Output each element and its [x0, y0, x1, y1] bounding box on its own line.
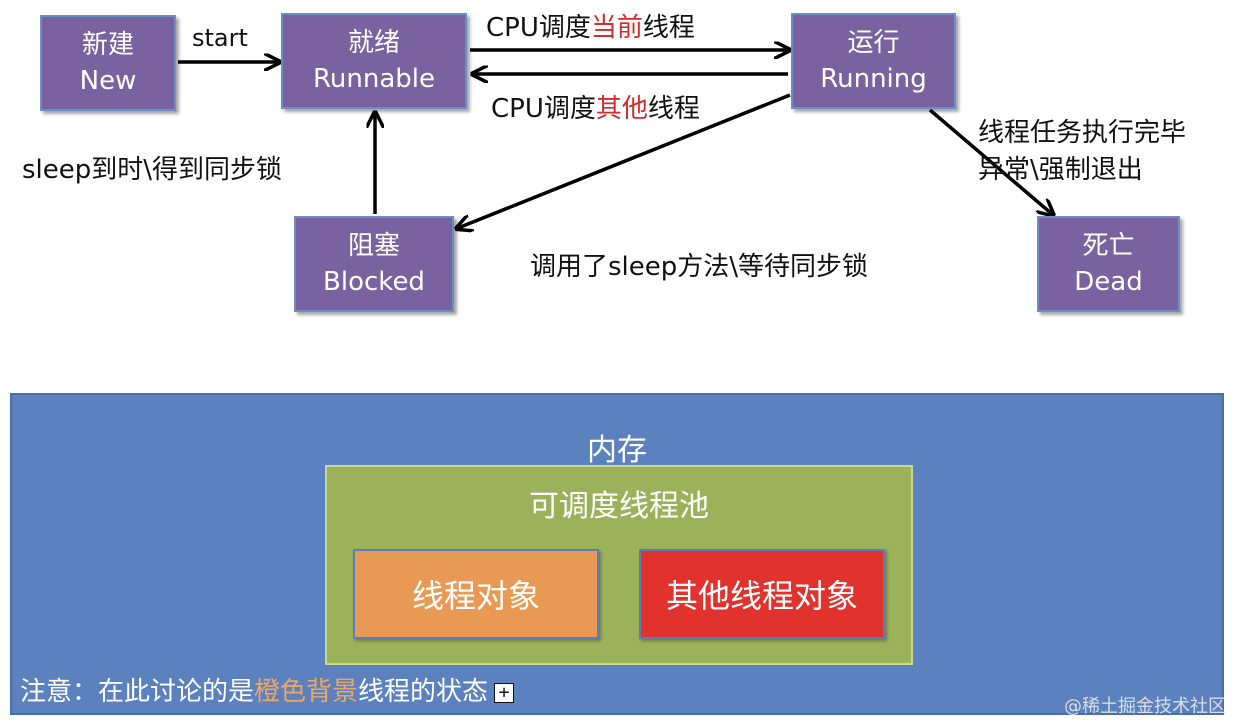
label-sched-current-highlight: 当前	[590, 13, 643, 43]
state-new: 新建 New	[40, 15, 176, 111]
state-blocked-cn: 阻塞	[347, 231, 400, 261]
label-block: 调用了sleep方法\等待同步锁	[530, 252, 869, 282]
state-dead-en: Dead	[1074, 267, 1143, 297]
schedulable-thread-pool: 可调度线程池 线程对象 其他线程对象	[325, 465, 913, 665]
state-runnable-cn: 就绪	[347, 28, 400, 58]
label-start: start	[192, 24, 248, 52]
label-finish-line2: 异常\强制退出	[978, 155, 1143, 185]
state-runnable-en: Runnable	[313, 64, 435, 94]
state-new-en: New	[79, 66, 137, 96]
state-dead-cn: 死亡	[1082, 231, 1135, 261]
label-wake: sleep到时\得到同步锁	[22, 155, 283, 185]
plus-box-icon[interactable]: +	[494, 682, 515, 703]
arrow-running-to-blocked	[458, 93, 791, 228]
state-dead: 死亡 Dead	[1037, 216, 1180, 312]
state-running-en: Running	[820, 64, 927, 94]
state-blocked: 阻塞 Blocked	[294, 216, 454, 312]
memory-title: 内存	[587, 433, 647, 468]
watermark: @稀土掘金技术社区	[1064, 696, 1226, 717]
other-thread-object: 其他线程对象	[639, 549, 885, 639]
label-sched-other: CPU调度其他线程	[491, 94, 700, 124]
label-finish-line1: 线程任务执行完毕	[978, 118, 1187, 148]
state-running-cn: 运行	[847, 28, 900, 58]
state-blocked-en: Blocked	[323, 267, 425, 297]
label-sched-current: CPU调度当前线程	[486, 13, 695, 43]
state-runnable: 就绪 Runnable	[281, 13, 467, 109]
note: 注意：在此讨论的是橙色背景线程的状态+	[20, 671, 515, 708]
label-sched-other-highlight: 其他	[595, 94, 648, 124]
note-highlight: 橙色背景	[254, 677, 359, 707]
state-running: 运行 Running	[791, 13, 956, 109]
state-new-cn: 新建	[81, 30, 134, 60]
arrow-running-to-dead	[928, 108, 1052, 214]
pool-title: 可调度线程池	[529, 489, 709, 524]
memory-panel: 内存 可调度线程池 线程对象 其他线程对象 注意：在此讨论的是橙色背景线程的状态…	[10, 393, 1224, 715]
thread-object: 线程对象	[353, 549, 599, 639]
